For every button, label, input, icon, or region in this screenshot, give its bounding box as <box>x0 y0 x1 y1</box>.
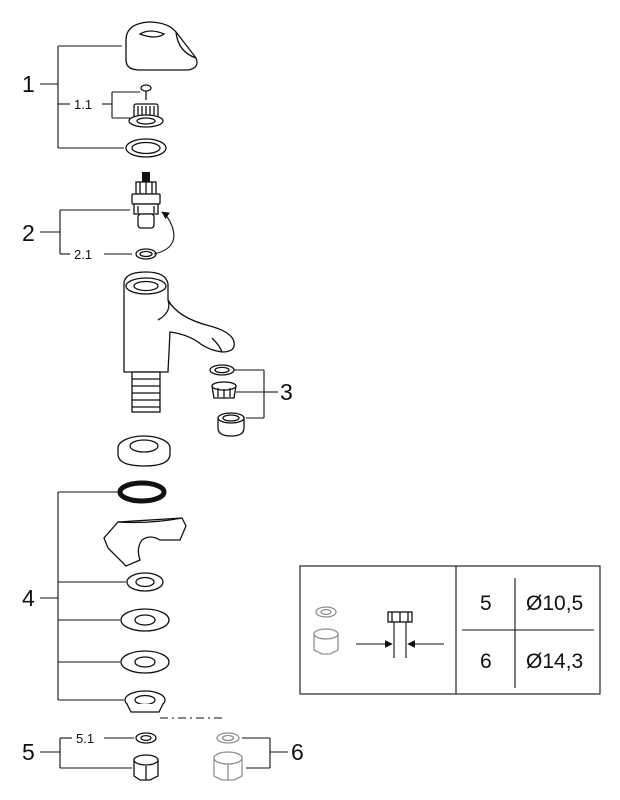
callout-2-bracket <box>40 209 132 255</box>
handle-ring <box>125 138 167 158</box>
connector-6-washer <box>216 732 240 744</box>
callout-3-label: 3 <box>280 379 293 405</box>
table-row-2-part: 6 <box>480 650 492 673</box>
steel-washer <box>120 608 170 632</box>
base-plate <box>117 435 171 467</box>
callout-2-1-label: 2.1 <box>74 247 92 262</box>
aerator-seal <box>209 364 235 376</box>
callout-1-1-label: 1.1 <box>74 97 92 112</box>
connector-size-table <box>299 565 601 695</box>
callout-6-bracket <box>242 737 288 769</box>
table-row-1-part: 5 <box>480 592 492 615</box>
callout-3-bracket <box>234 369 278 419</box>
table-row-1-diameter: Ø10,5 <box>526 592 583 615</box>
fixing-nut <box>124 690 166 713</box>
rubber-washer <box>126 572 164 592</box>
callout-4-bracket <box>40 491 126 701</box>
handle-adapter <box>128 103 164 128</box>
callout-5-1-label: 5.1 <box>76 731 94 746</box>
o-ring-fit-arrow <box>153 211 175 255</box>
aerator-housing <box>217 412 245 437</box>
table-icon-washer <box>315 606 337 618</box>
callout-5-label: 5 <box>22 739 35 765</box>
callout-6-label: 6 <box>291 739 304 765</box>
aerator-insert <box>211 381 237 399</box>
thread-diameter-icon <box>356 611 444 658</box>
cartridge-o-ring <box>135 248 157 260</box>
lever-handle <box>125 21 198 71</box>
faucet-body <box>123 271 235 373</box>
callout-5-bracket <box>40 737 134 769</box>
inlet-threaded-tail <box>131 371 161 413</box>
connector-5-washer <box>135 732 157 744</box>
callout-4-label: 4 <box>22 585 35 611</box>
callout-2-label: 2 <box>22 220 35 246</box>
valve-cartridge <box>131 172 161 229</box>
callout-1-bracket <box>40 45 140 149</box>
black-seal-ring <box>117 480 167 504</box>
connector-5-nut <box>133 754 159 781</box>
connector-6-nut <box>213 751 243 781</box>
thin-washer <box>120 650 170 674</box>
handle-screw <box>140 84 152 100</box>
horseshoe-shim <box>103 517 187 567</box>
table-row-2-diameter: Ø14,3 <box>526 650 583 673</box>
table-icon-nut <box>313 628 339 655</box>
callout-1-label: 1 <box>22 71 35 97</box>
